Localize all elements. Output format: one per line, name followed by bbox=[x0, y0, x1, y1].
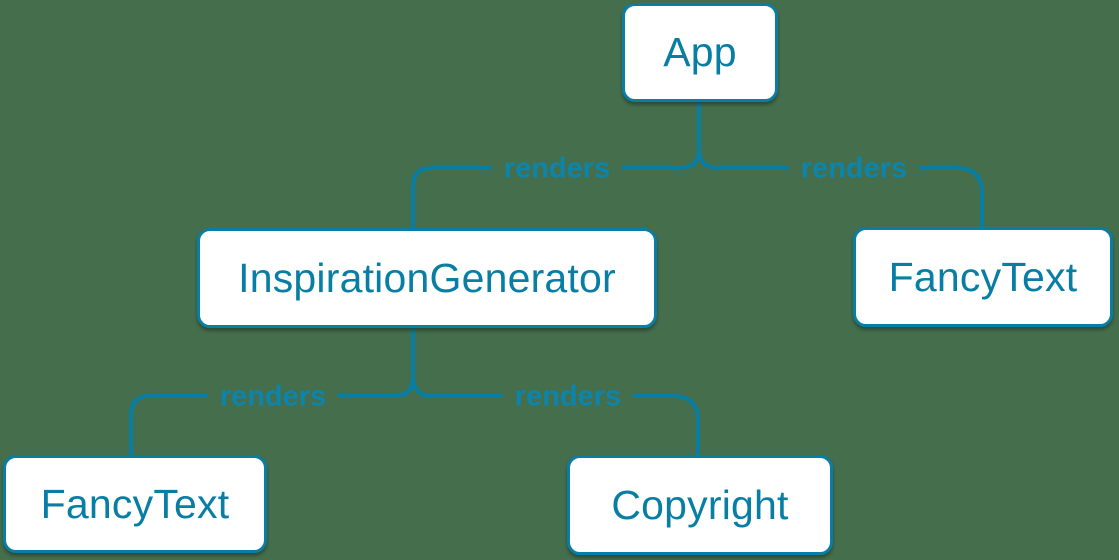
node-copyright: Copyright bbox=[567, 455, 833, 555]
edge-label-renders-2: renders bbox=[788, 152, 920, 186]
node-fancy-text-top: FancyText bbox=[853, 227, 1113, 327]
node-app: App bbox=[622, 3, 778, 102]
node-app-label: App bbox=[663, 29, 737, 75]
node-fancy-text-bottom-label: FancyText bbox=[40, 480, 230, 527]
node-inspiration-generator-label: InspirationGenerator bbox=[238, 254, 616, 301]
edge-label-renders-1: renders bbox=[491, 152, 623, 186]
node-copyright-label: Copyright bbox=[611, 481, 789, 528]
node-fancy-text-top-label: FancyText bbox=[888, 253, 1078, 300]
edge-label-renders-3: renders bbox=[207, 380, 339, 414]
node-inspiration-generator: InspirationGenerator bbox=[197, 228, 657, 328]
edge-label-renders-4: renders bbox=[502, 380, 634, 414]
node-fancy-text-bottom: FancyText bbox=[3, 455, 267, 553]
